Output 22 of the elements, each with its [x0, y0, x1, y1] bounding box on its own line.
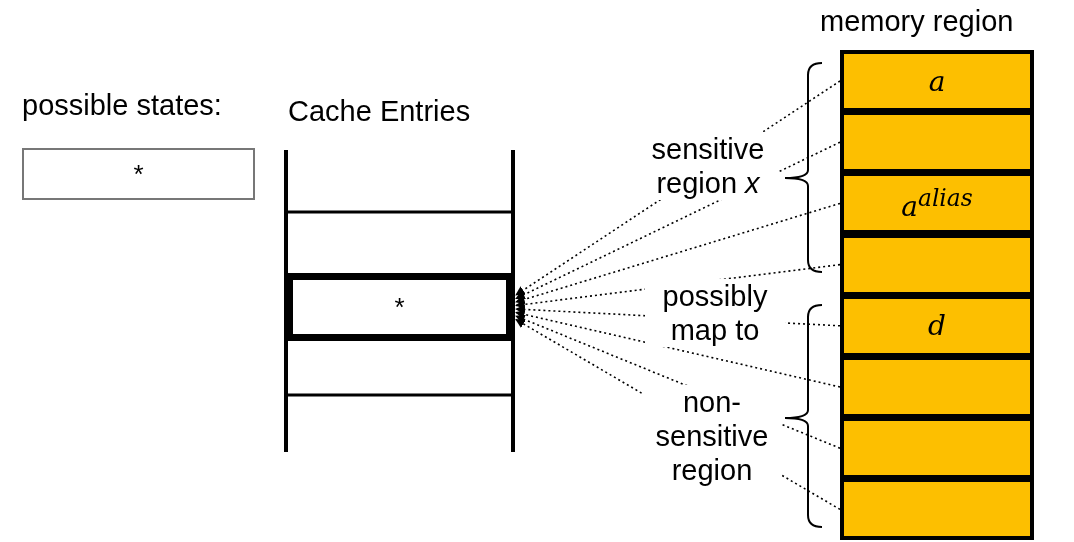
- memory-region-title: memory region: [820, 4, 1014, 38]
- column-heading: Cache Entries: [288, 94, 471, 128]
- states-heading: possible states:: [22, 88, 222, 122]
- memory-cell: [840, 417, 1034, 480]
- cell-label: a: [928, 64, 946, 98]
- dotted-arrow: [515, 202, 841, 305]
- memory-cell: [840, 111, 1034, 174]
- brace-label: possibly map to: [645, 279, 785, 347]
- memory-cell: [840, 356, 1034, 418]
- entry-marker: *: [394, 291, 405, 323]
- dotted-arrow: [515, 309, 841, 388]
- memory-cell: [840, 478, 1034, 541]
- cell-label: a$^{alias}$: [901, 183, 973, 224]
- brace-label: non- sensitive region: [642, 385, 782, 487]
- memory-cell: [840, 172, 1034, 235]
- memory-cell: [840, 233, 1034, 296]
- memory-cell: [840, 294, 1034, 357]
- state-box: [22, 148, 255, 200]
- cache-entry-box: [286, 273, 513, 341]
- memory-cell: [840, 50, 1034, 112]
- entry-marker: *: [133, 158, 144, 190]
- cell-label: d: [928, 309, 946, 343]
